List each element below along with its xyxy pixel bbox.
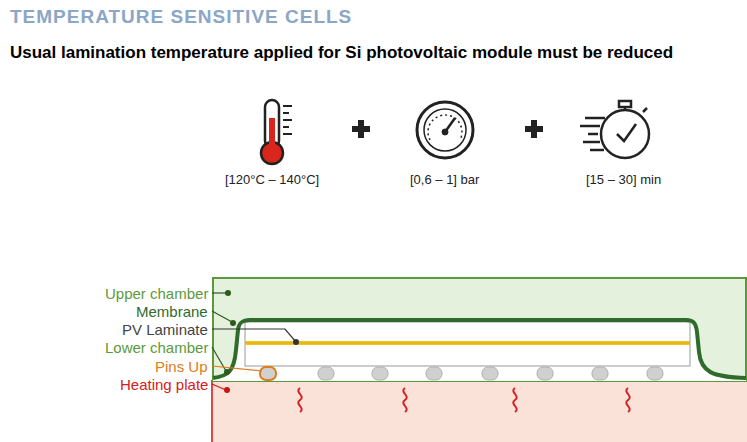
pin: [372, 367, 388, 380]
pin: [260, 367, 276, 380]
upper-chamber: [213, 278, 746, 381]
range-label: [120°C – 140°C]: [225, 172, 319, 187]
range-label: [0,6 – 1] bar: [410, 172, 479, 187]
range-label: [15 – 30] min: [586, 172, 661, 187]
pins: [260, 367, 663, 380]
gauge-icon: [417, 102, 473, 158]
heat-waves: [298, 388, 629, 412]
part-label: Pins Up: [155, 358, 208, 375]
lower-chamber: [213, 320, 746, 381]
pv-laminate: [245, 322, 690, 366]
part-label: Heating plate: [120, 376, 208, 393]
heat-wave: [403, 388, 406, 412]
heat-wave: [626, 388, 629, 412]
pin: [426, 367, 442, 380]
title: TEMPERATURE SENSITIVE CELLS: [10, 6, 352, 28]
pin: [537, 367, 553, 380]
leader-lines: [212, 290, 299, 393]
heating-plate: [212, 381, 747, 442]
heat-wave: [513, 388, 516, 412]
pv-cells: [245, 341, 690, 345]
pin: [482, 367, 498, 380]
subtitle: Usual lamination temperature applied for…: [10, 42, 732, 63]
pin: [592, 367, 608, 380]
pin: [647, 367, 663, 380]
part-label: Upper chamber: [105, 285, 208, 302]
pin: [318, 367, 334, 380]
stopwatch-icon: [580, 101, 649, 158]
part-label: Lower chamber: [105, 339, 208, 356]
part-label: Membrane: [136, 303, 208, 320]
heat-wave: [298, 388, 301, 412]
part-label: PV Laminate: [122, 321, 208, 338]
thermometer-icon: [261, 100, 292, 164]
membrane: [213, 320, 746, 378]
